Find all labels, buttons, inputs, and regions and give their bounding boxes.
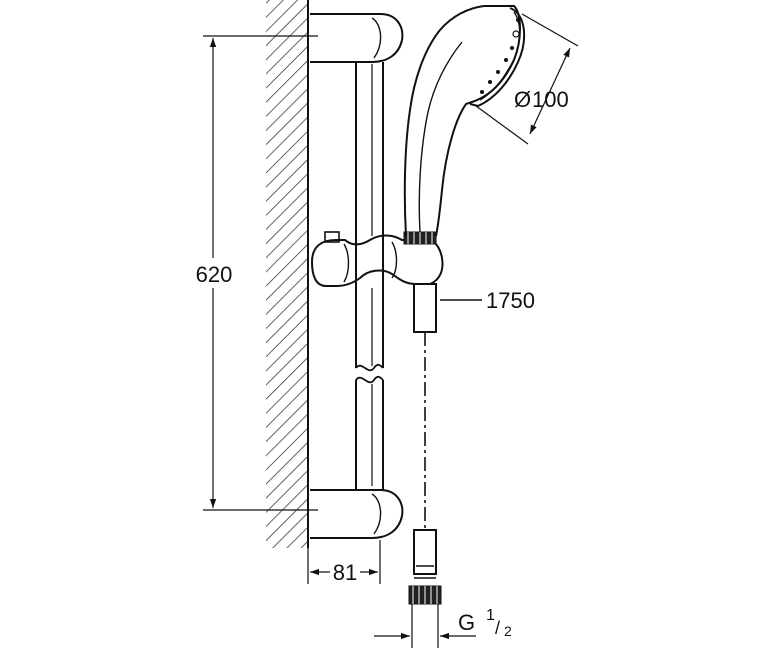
hose-connector-upper [413,283,437,333]
diameter-value: 100 [532,87,569,112]
hand-shower-handle [403,5,521,237]
rail-break [355,363,384,384]
wall-offset-label: 81 [333,560,357,585]
rail-length-dimension: 620 [188,35,318,511]
hose-connector-lower [413,529,437,575]
diameter-extension-top [521,13,579,47]
shower-hose [408,283,442,605]
thread-dimension: G 1 / 2 [374,604,512,648]
hose-length-callout: 1750 [440,288,535,313]
thread-numerator: 1 [486,607,495,624]
wall [266,0,309,548]
rail-bar [355,62,384,368]
thread-denominator: 2 [504,623,512,639]
hand-shower [403,5,526,237]
wall-hatching [266,0,308,548]
thread-separator: / [495,618,500,638]
hose-length-label: 1750 [486,288,535,313]
spray-face [469,7,526,108]
diameter-symbol: Ø [514,87,531,112]
shower-rail [310,13,404,539]
top-wall-bracket [310,13,404,63]
diameter-dimension-line [529,47,571,135]
wall-offset-dimension: 81 [307,540,381,585]
head-diameter-dimension: Ø 100 [475,13,579,145]
diameter-extension-bottom [475,105,529,145]
thread-prefix: G [458,610,475,635]
slider-knob [324,231,340,243]
rail-length-label: 620 [196,262,233,287]
slider-holder [310,231,444,287]
bottom-wall-bracket [310,489,404,539]
